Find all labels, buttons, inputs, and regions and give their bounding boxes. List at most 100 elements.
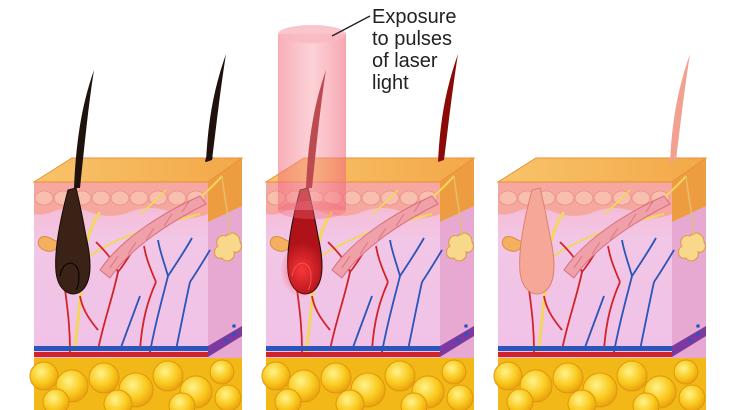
epidermis-cell: [593, 190, 613, 206]
epidermis-side-face: [672, 158, 706, 222]
vessel-dot: [232, 324, 236, 328]
fat-cell: [152, 360, 184, 392]
vein-branch: [189, 249, 211, 283]
nerve-fiber: [371, 189, 399, 215]
vein-branch: [381, 275, 401, 353]
vessel-dot: [696, 324, 700, 328]
vein-branch: [119, 295, 141, 351]
artery-branch: [607, 245, 621, 283]
fat-cell: [678, 384, 706, 410]
muscle-fiber: [145, 227, 155, 241]
artery-branch: [311, 295, 331, 331]
laser-beam-column: [278, 34, 346, 210]
epidermis-cell: [361, 190, 381, 206]
epidermis-cell: [498, 190, 518, 206]
callout-line: light: [372, 72, 409, 94]
callout-line: Exposure: [372, 6, 457, 28]
fat-cell: [493, 361, 523, 391]
artery-branch: [371, 281, 389, 351]
vein-branch: [421, 249, 443, 283]
vessel-dot: [232, 332, 236, 336]
hair-follicle: [519, 187, 555, 295]
main-vein: [498, 346, 672, 351]
skin-block-destroyed-follicle: [493, 54, 708, 410]
fat-cell: [261, 361, 291, 391]
vessel-dot: [464, 324, 468, 328]
sweat-gland: [678, 232, 706, 262]
muscle-fiber: [127, 241, 137, 255]
fat-cell: [632, 392, 660, 410]
sweat-duct: [221, 175, 231, 237]
muscle-fiber: [377, 227, 387, 241]
sweat-gland: [446, 232, 474, 262]
artery-branch: [143, 245, 157, 283]
epidermis-cell: [631, 190, 651, 206]
fat-cell: [103, 389, 133, 410]
laser-beam-base: [278, 201, 346, 219]
fat-cell: [567, 389, 597, 410]
epidermis-cell: [574, 190, 594, 206]
hair-shaft: [74, 70, 94, 188]
muscle-fiber: [627, 213, 637, 227]
vessel-dot: [696, 332, 700, 336]
muscle-fiber: [395, 213, 405, 227]
artery-branch: [329, 271, 351, 351]
muscle-fiber: [181, 199, 191, 213]
sweat-duct: [453, 175, 463, 237]
epidermis-cell: [129, 190, 149, 206]
main-artery: [498, 352, 672, 357]
fat-cell: [88, 362, 120, 394]
fat-cell: [335, 389, 365, 410]
hair-root-tip: [669, 154, 677, 162]
hair-shaft-right: [438, 54, 458, 162]
skin-surface-edge: [32, 157, 244, 183]
epidermis-cell: [399, 190, 419, 206]
muscle-fiber: [341, 255, 351, 269]
muscle-fiber: [163, 213, 173, 227]
skin-surface-edge: [496, 157, 708, 183]
hair-bulb: [59, 262, 80, 291]
fat-cell: [673, 359, 699, 385]
fat-cell: [29, 361, 59, 391]
nerve-fiber: [547, 213, 665, 261]
epidermis-cell: [110, 190, 130, 206]
fat-cell: [400, 392, 428, 410]
artery-branch: [79, 295, 99, 331]
arrector-pili-muscle: [563, 195, 671, 279]
vein-branch: [399, 237, 425, 277]
muscle-fiber: [109, 255, 119, 269]
callout-line: to pulses: [372, 28, 453, 50]
skin-block-dark-hair: [29, 54, 244, 410]
fat-cell: [446, 384, 474, 410]
arrector-pili-muscle: [331, 195, 439, 279]
nerve-fiber: [83, 213, 201, 261]
sweat-gland: [214, 232, 242, 262]
vessel-dot: [464, 332, 468, 336]
vein-branch: [157, 239, 169, 277]
nerve-fiber: [139, 189, 167, 215]
artery-branch: [543, 295, 563, 331]
epidermis-side-face: [208, 158, 242, 222]
vein-branch: [167, 237, 193, 277]
fat-cell: [441, 359, 467, 385]
fat-cell: [616, 360, 648, 392]
muscle-fiber: [413, 199, 423, 213]
artery-branch: [603, 281, 621, 351]
vein-branch: [613, 275, 633, 353]
muscle-fiber: [359, 241, 369, 255]
artery-branch: [561, 271, 583, 351]
main-vein: [34, 346, 208, 351]
arrector-pili-muscle: [99, 195, 207, 279]
fat-cell: [42, 388, 70, 410]
skin-surface-top: [34, 158, 242, 182]
main-vein: [266, 346, 440, 351]
muscle-fiber: [591, 241, 601, 255]
main-artery: [34, 352, 208, 357]
fat-cell: [320, 362, 352, 394]
fat-cell: [384, 360, 416, 392]
main-artery: [266, 352, 440, 357]
vein-branch: [389, 239, 401, 277]
nerve-fiber: [315, 213, 433, 261]
fat-cell: [214, 384, 242, 410]
